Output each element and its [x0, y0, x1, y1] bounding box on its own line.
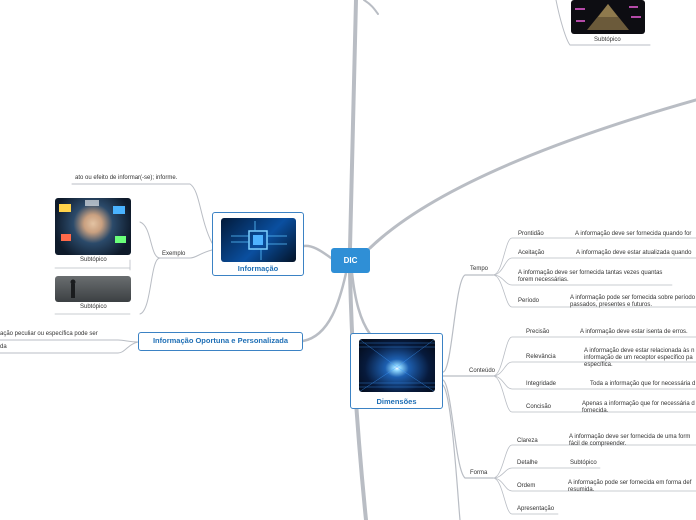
item-ordem-desc[interactable]: A informação pode ser fornecida em forma…	[568, 480, 692, 493]
item-concisao[interactable]: Concisão	[526, 404, 552, 410]
informacao-definition[interactable]: ato ou efeito de informar(-se); informe.	[75, 175, 178, 181]
topic-dimensoes[interactable]: Dimensões	[350, 333, 443, 409]
item-prontidao-desc[interactable]: A informação deve ser fornecida quando f…	[575, 231, 692, 237]
subtopic-2[interactable]: Subtópico	[80, 304, 107, 310]
item-concisao-desc[interactable]: Apenas a informação que for necessária d…	[582, 401, 695, 414]
chip-icon	[231, 221, 287, 260]
subtopic-1[interactable]: Subtópico	[80, 257, 107, 263]
street-image[interactable]	[55, 276, 131, 302]
circuit-image	[221, 218, 296, 262]
item-detalhe-desc[interactable]: Subtópico	[570, 460, 597, 466]
figure-icon	[70, 279, 76, 298]
item-prontidao[interactable]: Prontidão	[518, 231, 544, 237]
topic-informacao[interactable]: Informação	[212, 212, 304, 276]
item-periodo-desc[interactable]: A informação pode ser fornecida sobre pe…	[570, 295, 696, 308]
topic-oportuna[interactable]: Informação Oportuna e Personalizada	[138, 332, 303, 351]
item-precisao-desc[interactable]: A informação deve estar isenta de erros.	[580, 329, 688, 335]
exemplo-label[interactable]: Exemplo	[162, 251, 186, 257]
trunk-up	[348, 0, 358, 250]
pyramid-icon	[575, 4, 641, 30]
item-clareza[interactable]: Clareza	[517, 438, 538, 444]
grid-icon	[359, 339, 435, 392]
item-periodo[interactable]: Período	[518, 298, 540, 304]
item-frequencia-desc[interactable]: A informação deve ser fornecida tantas v…	[518, 270, 663, 283]
item-integridade-desc[interactable]: Toda a informação que for necessária d	[590, 381, 696, 387]
branch-upper-right	[368, 98, 696, 250]
item-ordem[interactable]: Ordem	[517, 483, 536, 489]
oportuna-line-2[interactable]: da	[0, 344, 7, 350]
topic-dimensoes-label: Dimensões	[376, 397, 417, 406]
person-image[interactable]	[55, 198, 131, 255]
item-relevancia-desc[interactable]: A informação deve estar relacionada às n…	[584, 348, 695, 368]
item-integridade[interactable]: Integridade	[526, 381, 557, 387]
item-aceitacao[interactable]: Aceitação	[518, 250, 545, 256]
group-forma[interactable]: Forma	[470, 470, 488, 476]
item-relevancia[interactable]: Relevância	[526, 354, 556, 360]
subtopic-top-right[interactable]: Subtópico	[594, 37, 621, 43]
item-aceitacao-desc[interactable]: A informação deve estar atualizada quand…	[576, 250, 692, 256]
item-apresentacao[interactable]: Apresentação	[517, 506, 555, 512]
oportuna-line-1[interactable]: ação peculiar ou específica pode ser	[0, 331, 98, 337]
screens-icon	[59, 200, 126, 243]
group-tempo[interactable]: Tempo	[470, 266, 489, 272]
central-topic[interactable]: DIC	[331, 248, 370, 273]
item-clareza-desc[interactable]: A informação deve ser fornecida de uma f…	[569, 434, 691, 447]
item-detalhe[interactable]: Detalhe	[517, 460, 538, 466]
topic-informacao-label: Informação	[237, 264, 279, 273]
group-conteudo[interactable]: Conteúdo	[469, 368, 496, 374]
item-precisao[interactable]: Precisão	[526, 329, 550, 335]
tunnel-image	[359, 339, 435, 392]
pyramid-image[interactable]	[571, 0, 645, 34]
